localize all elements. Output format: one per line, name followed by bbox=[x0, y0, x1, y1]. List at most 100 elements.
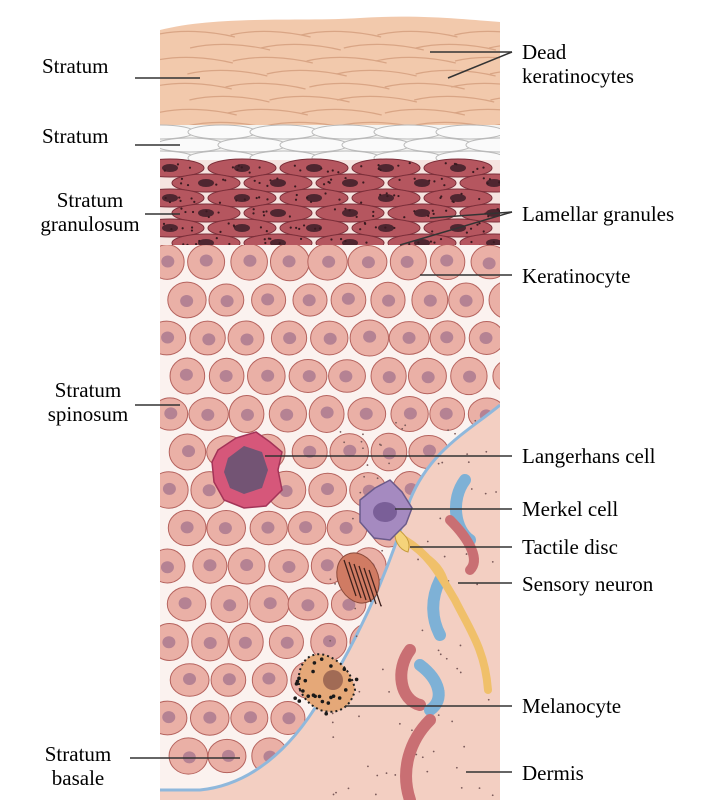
keratinocyte-nucleus bbox=[460, 295, 473, 307]
lamellar-granule bbox=[478, 198, 480, 200]
lamellar-granule bbox=[217, 211, 219, 213]
dermis-dot bbox=[451, 721, 453, 723]
dermis-dot bbox=[438, 714, 440, 716]
granulosum-cell-nucleus bbox=[234, 224, 250, 232]
lamellar-granule bbox=[372, 215, 374, 217]
lamellar-granule bbox=[498, 181, 500, 183]
lamellar-granule bbox=[487, 182, 489, 184]
dermis-dot bbox=[471, 488, 473, 490]
lamellar-granule bbox=[276, 178, 278, 180]
lamellar-granule bbox=[403, 216, 405, 218]
keratinocyte-nucleus bbox=[360, 408, 373, 420]
dermis-dot bbox=[388, 462, 390, 464]
dermis-dot bbox=[468, 461, 470, 463]
keratinocyte-nucleus bbox=[463, 371, 476, 383]
keratinocyte-nucleus bbox=[262, 673, 275, 685]
lamellar-granule bbox=[344, 240, 346, 242]
lamellar-granule bbox=[330, 238, 332, 240]
lamellar-granule bbox=[496, 208, 498, 210]
dermis-dot bbox=[367, 464, 369, 466]
keratinocyte-nucleus bbox=[324, 333, 337, 345]
lamellar-granule bbox=[241, 166, 243, 168]
keratinocyte-nucleus bbox=[203, 484, 216, 496]
melanin-granule bbox=[311, 670, 315, 674]
corneum-flake bbox=[493, 122, 573, 128]
lamellar-granule bbox=[472, 171, 474, 173]
keratinocyte-nucleus bbox=[162, 636, 175, 648]
dermis-dot bbox=[329, 640, 331, 642]
lamellar-granule bbox=[433, 242, 435, 244]
keratinocyte-nucleus bbox=[282, 712, 295, 724]
lamellar-granule bbox=[393, 227, 395, 229]
keratinocyte-nucleus bbox=[280, 409, 293, 421]
keratinocyte-nucleus bbox=[340, 522, 353, 534]
dermis-dot bbox=[447, 429, 449, 431]
label-stratum-basale: Stratum basale bbox=[28, 742, 128, 790]
lamellar-granule bbox=[182, 227, 184, 229]
dermis-dot bbox=[438, 463, 440, 465]
keratinocyte-nucleus bbox=[383, 371, 396, 383]
label-lamellar-granules: Lamellar granules bbox=[522, 202, 674, 226]
lamellar-granule bbox=[165, 197, 167, 199]
lamellar-granule bbox=[327, 170, 329, 172]
lucidum-cell bbox=[280, 138, 348, 152]
lamellar-granule bbox=[432, 210, 434, 212]
dermis-dot bbox=[441, 462, 443, 464]
dermis-dot bbox=[399, 723, 401, 725]
dermis-dot bbox=[492, 561, 494, 563]
dermis-dot bbox=[367, 766, 369, 768]
lamellar-granule bbox=[344, 208, 346, 210]
keratinocyte-nucleus bbox=[321, 559, 334, 571]
lamellar-granule bbox=[360, 201, 362, 203]
label-dermis: Dermis bbox=[522, 761, 584, 785]
dermis-dot bbox=[463, 746, 465, 748]
keratinocyte-nucleus bbox=[264, 597, 277, 609]
keratinocyte-nucleus bbox=[342, 293, 355, 305]
lucidum-cell bbox=[342, 138, 410, 152]
dermis-dot bbox=[352, 518, 354, 520]
keratinocyte-nucleus bbox=[483, 257, 496, 269]
melanin-granule bbox=[301, 689, 305, 693]
lamellar-granule bbox=[179, 200, 181, 202]
lucidum-cell bbox=[312, 125, 380, 139]
dermis-dot bbox=[456, 668, 458, 670]
lamellar-granule bbox=[190, 197, 192, 199]
lamellar-granule bbox=[238, 165, 240, 167]
lamellar-granule bbox=[228, 243, 230, 245]
dermis-dot bbox=[332, 736, 334, 738]
lamellar-granule bbox=[334, 208, 336, 210]
dermis-dot bbox=[401, 428, 403, 430]
lamellar-granule bbox=[192, 211, 194, 213]
lamellar-granule bbox=[224, 179, 226, 181]
dermis-dot bbox=[440, 653, 442, 655]
dermis-dot bbox=[362, 433, 364, 435]
granulosum-cell-nucleus bbox=[162, 224, 178, 232]
label-langerhans-cell: Langerhans cell bbox=[522, 444, 656, 468]
lamellar-granule bbox=[470, 241, 472, 243]
lamellar-granule bbox=[476, 168, 478, 170]
lamellar-granule bbox=[460, 193, 462, 195]
lamellar-granule bbox=[433, 213, 435, 215]
dermis-dot bbox=[343, 441, 345, 443]
lamellar-granule bbox=[193, 201, 195, 203]
lamellar-granule bbox=[483, 177, 485, 179]
lamellar-granule bbox=[294, 185, 296, 187]
dermis-dot bbox=[361, 441, 363, 443]
lamellar-granule bbox=[269, 179, 271, 181]
lamellar-granule bbox=[356, 216, 358, 218]
lamellar-granule bbox=[408, 243, 410, 245]
keratinocyte-nucleus bbox=[164, 407, 177, 419]
melanin-granule bbox=[318, 695, 322, 699]
keratinocyte-nucleus bbox=[243, 255, 256, 267]
lamellar-granule bbox=[330, 179, 332, 181]
lamellar-granule bbox=[482, 166, 484, 168]
lamellar-granule bbox=[359, 228, 361, 230]
lamellar-granule bbox=[314, 228, 316, 230]
lamellar-granule bbox=[375, 226, 377, 228]
lucidum-cell bbox=[250, 125, 318, 139]
dermis-dot bbox=[358, 691, 360, 693]
dermis-dot bbox=[492, 794, 494, 796]
keratinocyte-nucleus bbox=[440, 255, 453, 267]
lamellar-granule bbox=[441, 178, 443, 180]
lamellar-granule bbox=[205, 210, 207, 212]
